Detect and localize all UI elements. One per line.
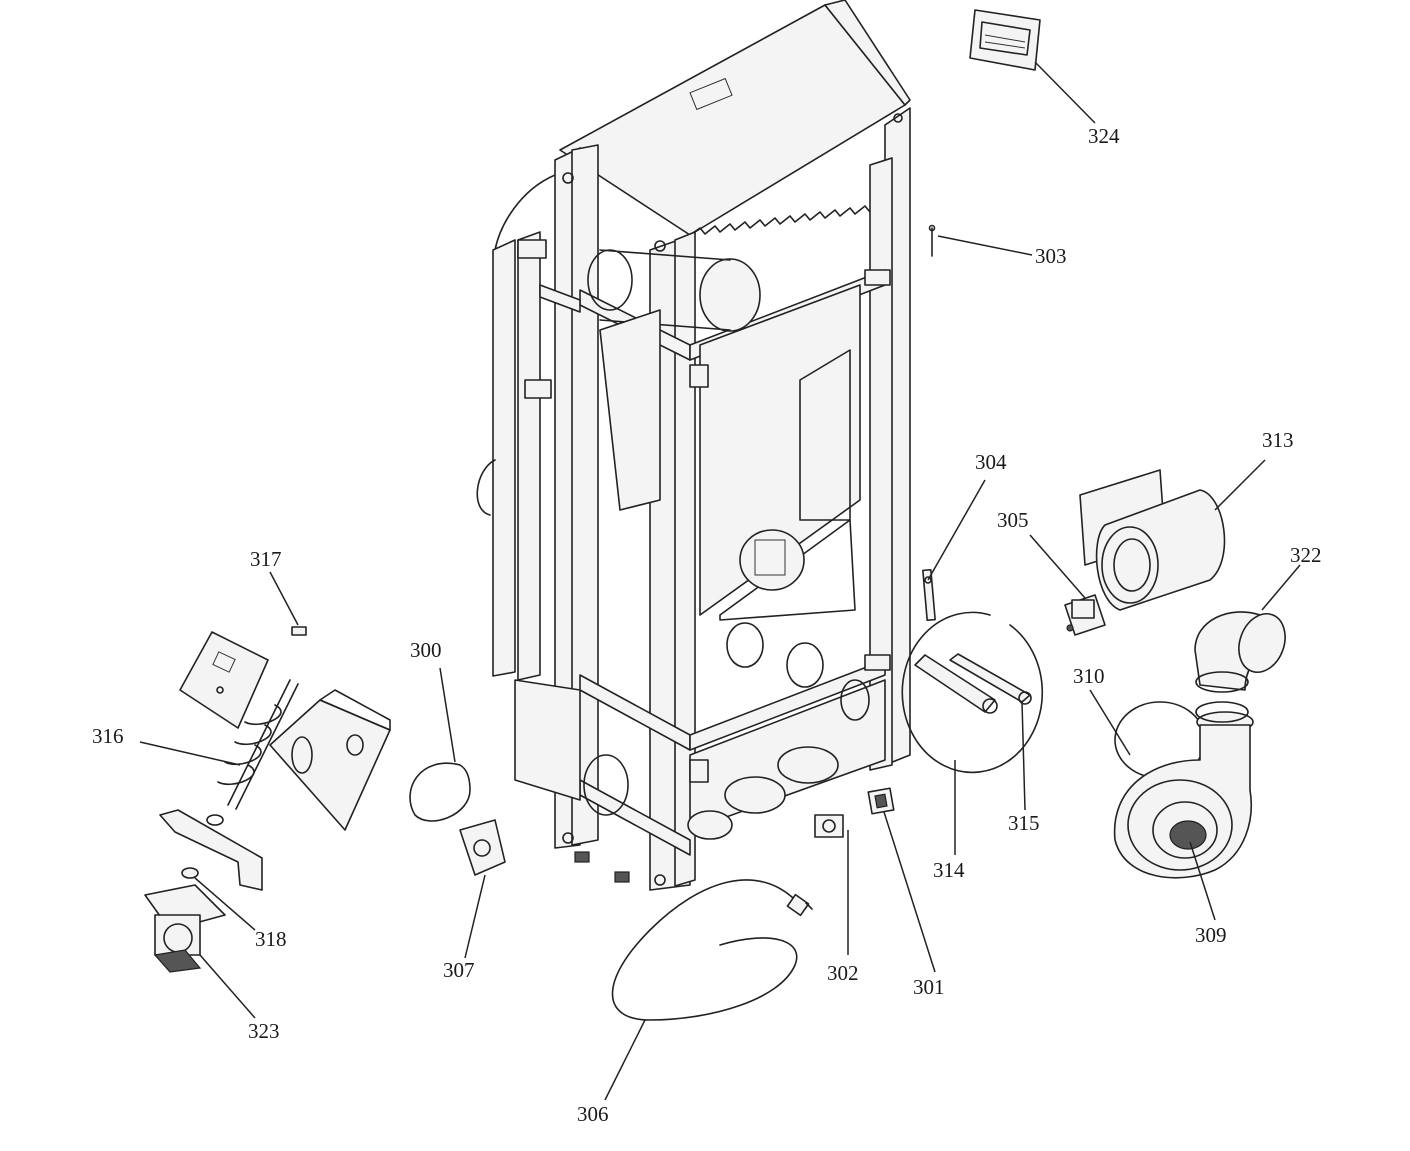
part-324-control-panel [969, 9, 1096, 124]
label-317: 317 [250, 547, 282, 571]
part-313-fan-housing [1079, 459, 1266, 611]
part-314-detail [901, 611, 1044, 855]
part-303-pin [928, 224, 1033, 257]
label-323: 323 [248, 1019, 280, 1043]
label-310: 310 [1073, 664, 1105, 688]
part-317-bushing [269, 571, 307, 636]
label-316: 316 [92, 724, 124, 748]
part-316-auger-assembly [139, 631, 391, 831]
label-303: 303 [1035, 244, 1067, 268]
label-314: 314 [933, 858, 965, 882]
label-309: 309 [1195, 923, 1227, 947]
part-323-motor [144, 884, 256, 1019]
label-304: 304 [975, 450, 1007, 474]
label-318: 318 [255, 927, 287, 951]
stove-frame [476, 0, 911, 891]
part-306-power-cord [604, 879, 813, 1101]
label-305: 305 [997, 508, 1029, 532]
part-number-labels: 324 303 304 313 305 322 310 315 314 309 … [92, 124, 1322, 1126]
label-301: 301 [913, 975, 945, 999]
part-304-sensor [922, 479, 986, 622]
part-322-elbow [1194, 564, 1301, 693]
label-322: 322 [1290, 543, 1322, 567]
label-300: 300 [410, 638, 442, 662]
label-307: 307 [443, 958, 475, 982]
part-301-switch [867, 787, 936, 973]
part-309-blower [1113, 701, 1254, 921]
label-306: 306 [577, 1102, 609, 1126]
part-318-bracket [159, 809, 263, 931]
part-302-thermostat [814, 814, 849, 955]
label-302: 302 [827, 961, 859, 985]
label-324: 324 [1088, 124, 1120, 148]
label-315: 315 [1008, 811, 1040, 835]
part-305-component [1029, 534, 1106, 636]
label-313: 313 [1262, 428, 1294, 452]
part-307-pressure-switch [459, 819, 506, 959]
part-300-cable [409, 667, 471, 822]
